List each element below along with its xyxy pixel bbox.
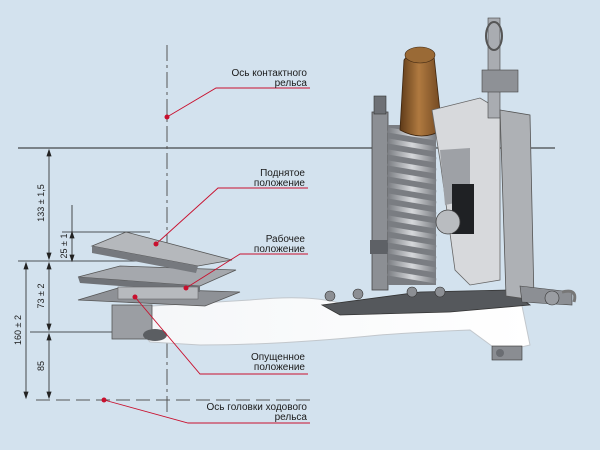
- label-raised-line1: Поднятое: [260, 168, 305, 179]
- mechanism-housing: [320, 17, 577, 361]
- leader-raised: [155, 187, 308, 245]
- dim-25: 25 ± 1: [59, 234, 69, 259]
- label-running-rail-line1: Ось головки ходового: [207, 402, 308, 413]
- label-running-rail-line2: рельса: [275, 412, 308, 423]
- leader-dots: [101, 114, 189, 403]
- label-rail-axis-line1: Ось контактного: [231, 68, 307, 79]
- leader-running-rail: [103, 399, 310, 424]
- label-lowered-line2: положение: [254, 362, 306, 373]
- leader-lowered: [134, 296, 308, 375]
- leader-working: [185, 253, 308, 289]
- shoe-raised: [90, 231, 233, 273]
- leader-lines: [103, 87, 310, 424]
- dimension-lines: [23, 148, 75, 400]
- leader-rail-axis: [166, 87, 310, 118]
- label-lowered-line1: Опущенное: [251, 352, 305, 363]
- label-working-line1: Рабочее: [266, 233, 306, 245]
- label-rail-axis-line2: рельса: [275, 78, 308, 89]
- dim-85: 85: [36, 361, 46, 371]
- label-working-line2: положение: [254, 244, 306, 255]
- label-raised-line2: положение: [254, 178, 306, 189]
- dim-73: 73 ± 2: [36, 284, 46, 309]
- dim-160: 160 ± 2: [13, 315, 23, 345]
- dim-133: 133 ± 1,5: [36, 184, 46, 221]
